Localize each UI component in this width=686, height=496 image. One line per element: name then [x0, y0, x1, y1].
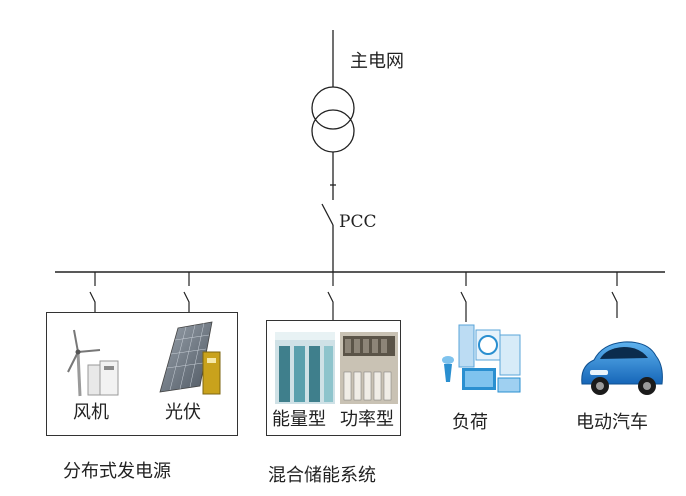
- electric-car-icon: [581, 341, 663, 395]
- battery-cabinet-icon: [275, 332, 335, 404]
- power-type-label: 功率型: [340, 409, 394, 430]
- supercapacitor-bank-icon: [340, 332, 398, 404]
- main-grid-label: 主电网: [350, 51, 404, 72]
- pcc-switch: [321, 184, 336, 272]
- load-label: 负荷: [452, 412, 488, 433]
- transformer-symbol: [311, 86, 355, 153]
- wind-turbine-icon: [67, 329, 119, 397]
- appliances-icon: [442, 324, 521, 393]
- hybrid-storage-caption: 混合储能系统: [268, 465, 376, 486]
- pcc-label: PCC: [339, 212, 377, 232]
- energy-type-label: 能量型: [272, 409, 326, 430]
- hybrid-storage-box: [266, 320, 401, 436]
- wind-turbine-label: 风机: [73, 402, 109, 423]
- distributed-generation-box: [46, 312, 238, 436]
- distributed-generation-caption: 分布式发电源: [63, 461, 171, 482]
- ev-label: 电动汽车: [576, 412, 648, 433]
- solar-panel-icon: [159, 321, 221, 395]
- branch-switches: [89, 272, 618, 322]
- solar-pv-label: 光伏: [165, 402, 201, 423]
